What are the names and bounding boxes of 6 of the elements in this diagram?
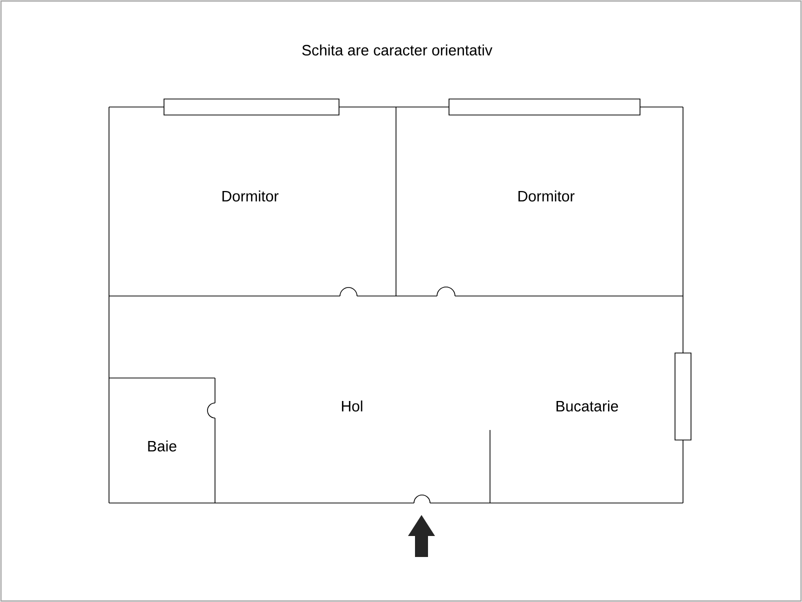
room-label: Baie bbox=[148, 440, 176, 452]
title: Schita are caracter orientativ bbox=[302, 44, 492, 56]
room-label: Dormitor bbox=[518, 190, 574, 202]
room-label: Bucatarie bbox=[556, 400, 618, 412]
room-label: Hol bbox=[342, 400, 362, 412]
room-label: Dormitor bbox=[222, 190, 278, 202]
